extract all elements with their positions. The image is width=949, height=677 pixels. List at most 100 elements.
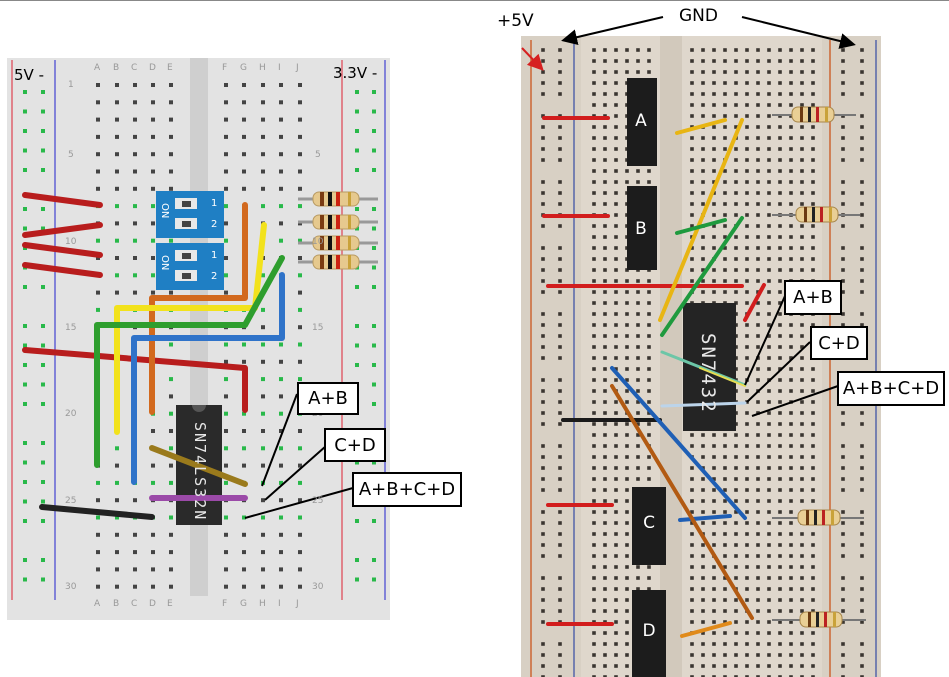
photo-hole (558, 609, 562, 613)
col-letter-b-bottom: B (113, 599, 120, 609)
photo-hole (756, 202, 760, 206)
photo-hole (701, 191, 705, 195)
photo-hole (789, 598, 793, 602)
photo-hole (625, 609, 629, 613)
photo-hole (800, 609, 804, 613)
photo-hole (592, 466, 596, 470)
breadboard-hole (298, 429, 302, 433)
breadboard-hole (279, 169, 283, 174)
breadboard-hole (355, 363, 359, 367)
photo-hole (614, 543, 618, 547)
photo-hole (756, 301, 760, 305)
photo-hole (701, 609, 705, 613)
photo-hole (614, 136, 618, 140)
photo-hole (603, 389, 607, 393)
photo-hole (723, 180, 727, 184)
photo-hole (860, 213, 864, 217)
photo-hole (745, 477, 749, 481)
photo-hole (756, 147, 760, 151)
photo-hole (603, 433, 607, 437)
col-letter-h: H (259, 63, 266, 73)
photo-hole (712, 246, 716, 250)
photo-hole (647, 367, 651, 371)
breadboard-hole (224, 290, 228, 295)
photo-hole (745, 543, 749, 547)
photo-hole (592, 576, 596, 580)
photo-hole (723, 290, 727, 294)
photo-hole (592, 334, 596, 338)
photo-hole (767, 147, 771, 151)
photo-hole (778, 521, 782, 525)
photo-hole (690, 598, 694, 602)
photo-hole (800, 246, 804, 250)
photo-hole (778, 81, 782, 85)
breadboard-hole (242, 567, 246, 572)
button-c-label: C (643, 513, 655, 533)
dip-switch-bottom (156, 243, 224, 290)
photo-hole (800, 411, 804, 415)
photo-hole (625, 356, 629, 360)
breadboard-hole (224, 273, 228, 278)
switch-bottom-on-label: ON (159, 255, 170, 271)
photo-hole (756, 576, 760, 580)
photo-hole (756, 70, 760, 74)
photo-hole (541, 411, 545, 415)
photo-hole (745, 279, 749, 283)
photo-hole (712, 279, 716, 283)
photo-hole (558, 92, 562, 96)
breadboard-hole (298, 377, 302, 382)
breadboard-hole (261, 550, 265, 555)
photo-hole (734, 642, 738, 646)
photo-hole (647, 411, 651, 415)
photo-hole (860, 422, 864, 426)
breadboard-hole (41, 363, 45, 367)
breadboard-hole (133, 584, 137, 589)
photo-hole (841, 543, 845, 547)
photo-hole (723, 499, 727, 503)
photo-hole (745, 268, 749, 272)
photo-hole (800, 422, 804, 426)
breadboard-hole (96, 550, 100, 555)
photo-hole (778, 136, 782, 140)
photo-hole (811, 136, 815, 140)
breadboard-hole (133, 186, 137, 191)
photo-hole (767, 576, 771, 580)
photo-hole (767, 70, 771, 74)
photo-hole (614, 587, 618, 591)
photo-hole (811, 158, 815, 162)
photo-hole (592, 158, 596, 162)
photo-hole (712, 70, 716, 74)
photo-hole (860, 653, 864, 657)
photo-hole (701, 620, 705, 624)
breadboard-hole (151, 83, 155, 87)
photo-hole (558, 48, 562, 52)
breadboard-hole (23, 90, 27, 94)
photo-hole (734, 466, 738, 470)
photo-hole (745, 202, 749, 206)
photo-hole (734, 488, 738, 492)
photo-hole (712, 180, 716, 184)
photo-hole (778, 257, 782, 261)
photo-hole (767, 235, 771, 239)
photo-hole (625, 433, 629, 437)
photo-hole (541, 323, 545, 327)
breadboard-hole (169, 480, 173, 485)
photo-hole (614, 444, 618, 448)
photo-hole (723, 609, 727, 613)
photo-hole (625, 499, 629, 503)
photo-hole (789, 59, 793, 63)
breadboard-hole (372, 558, 376, 562)
photo-hole (625, 532, 629, 536)
photo-hole (767, 598, 771, 602)
breadboard-hole (41, 343, 45, 348)
photo-hole (690, 202, 694, 206)
photo-hole (690, 554, 694, 558)
photo-hole (789, 70, 793, 74)
photo-hole (558, 422, 562, 426)
breadboard-hole (96, 83, 100, 87)
breadboard-hole (372, 285, 376, 289)
photo-hole (767, 477, 771, 481)
photo-hole (636, 576, 640, 580)
breadboard-hole (41, 382, 45, 387)
photo-hole (636, 378, 640, 382)
